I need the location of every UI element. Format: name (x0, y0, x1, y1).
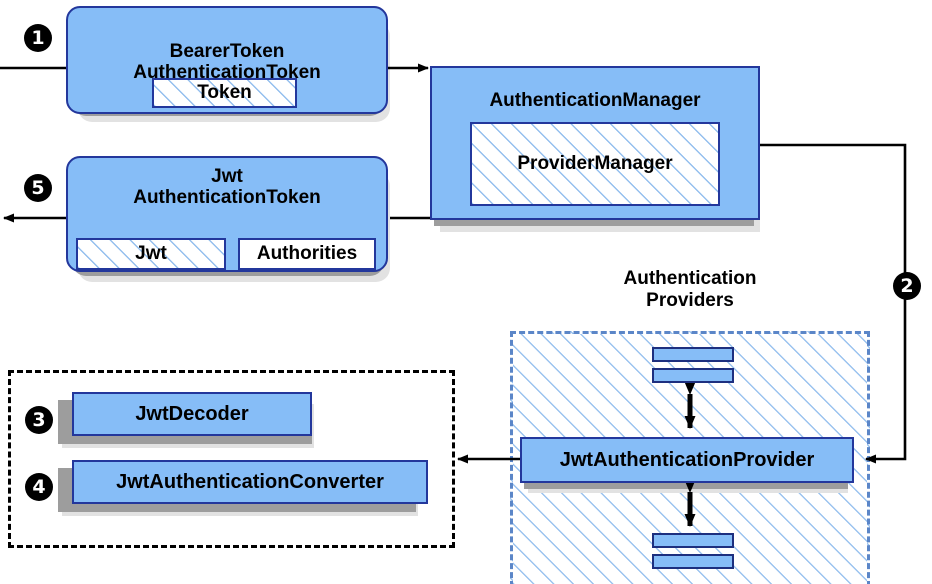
jwt-token-title-line1: Jwt (211, 166, 243, 187)
step-marker-4: 4 (25, 473, 53, 501)
connector-manager-to-provider (760, 143, 907, 464)
providers-caption-line1: Authentication (623, 268, 757, 289)
node-jwt-authentication-converter[interactable]: JwtAuthenticationConverter (72, 460, 428, 504)
provider-bar-top-1 (652, 347, 734, 362)
chip-provider-manager: ProviderManager (470, 122, 720, 206)
node-jwt-decoder[interactable]: JwtDecoder (72, 392, 312, 436)
node-jwt-authentication-provider[interactable]: JwtAuthenticationProvider (520, 437, 854, 483)
provider-bar-bottom-2 (652, 554, 734, 569)
providers-caption-line2: Providers (646, 289, 734, 311)
bearer-token-title-line1: BearerToken (169, 40, 285, 62)
bearer-token-title-line2: AuthenticationToken (133, 62, 321, 83)
chip-token: Token (152, 78, 297, 108)
jwt-token-title-line2: AuthenticationToken (133, 187, 321, 209)
auth-manager-title: AuthenticationManager (489, 90, 701, 111)
provider-bar-bottom-1 (652, 533, 734, 548)
provider-bar-top-2 (652, 368, 734, 383)
step-marker-2: 2 (893, 272, 921, 300)
authentication-providers-caption: Authentication Providers (560, 268, 820, 311)
step-marker-1: 1 (24, 24, 52, 52)
step-marker-3: 3 (25, 406, 53, 434)
chip-authorities: Authorities (238, 238, 376, 270)
chip-jwt: Jwt (76, 238, 226, 270)
step-marker-5: 5 (24, 174, 52, 202)
